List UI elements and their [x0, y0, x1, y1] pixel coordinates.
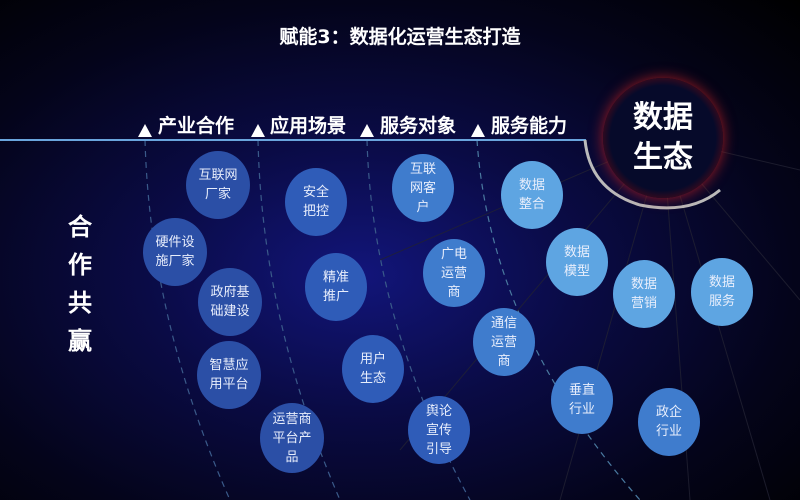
bubble: 通信运营商: [473, 308, 535, 376]
bubble: 安全把控: [285, 168, 347, 236]
bubble: 垂直行业: [551, 366, 613, 434]
slide-title: 赋能3：数据化运营生态打造: [279, 26, 521, 48]
core-line1: 数据: [633, 100, 693, 135]
header-capabilities: 服务能力: [491, 115, 568, 137]
core-circle: 数据生态: [603, 78, 723, 198]
triangle-icon: [360, 124, 374, 137]
bubble: 运营商平台产品: [260, 403, 324, 473]
bubble: 互联网厂家: [186, 151, 250, 219]
triangle-icon: [138, 124, 152, 137]
header-clients: 服务对象: [380, 115, 457, 137]
triangle-icon: [471, 124, 485, 137]
core-line2: 生态: [633, 140, 693, 175]
bubble: 广电运营商: [423, 239, 485, 307]
bubble: 数据服务: [691, 258, 753, 326]
bubble: 智慧应用平台: [197, 341, 261, 409]
bubble: 数据模型: [546, 228, 608, 296]
dashed-arc-1: [144, 139, 231, 500]
bubble: 用户生态: [342, 335, 404, 403]
header-scenarios: 应用场景: [270, 115, 347, 137]
bubble: 政府基础建设: [198, 268, 262, 336]
bubble: 数据营销: [613, 260, 675, 328]
bubble: 数据整合: [501, 161, 563, 229]
header-industry: 产业合作: [158, 115, 235, 137]
bubble: 互联网客户: [392, 154, 454, 222]
bubble: 政企行业: [638, 388, 700, 456]
bubble: 精准推广: [305, 253, 367, 321]
side-label: 合作共赢: [68, 213, 92, 355]
bubble: 硬件设施厂家: [143, 218, 207, 286]
bubble: 舆论宣传引导: [408, 396, 470, 464]
triangle-icon: [251, 124, 265, 137]
